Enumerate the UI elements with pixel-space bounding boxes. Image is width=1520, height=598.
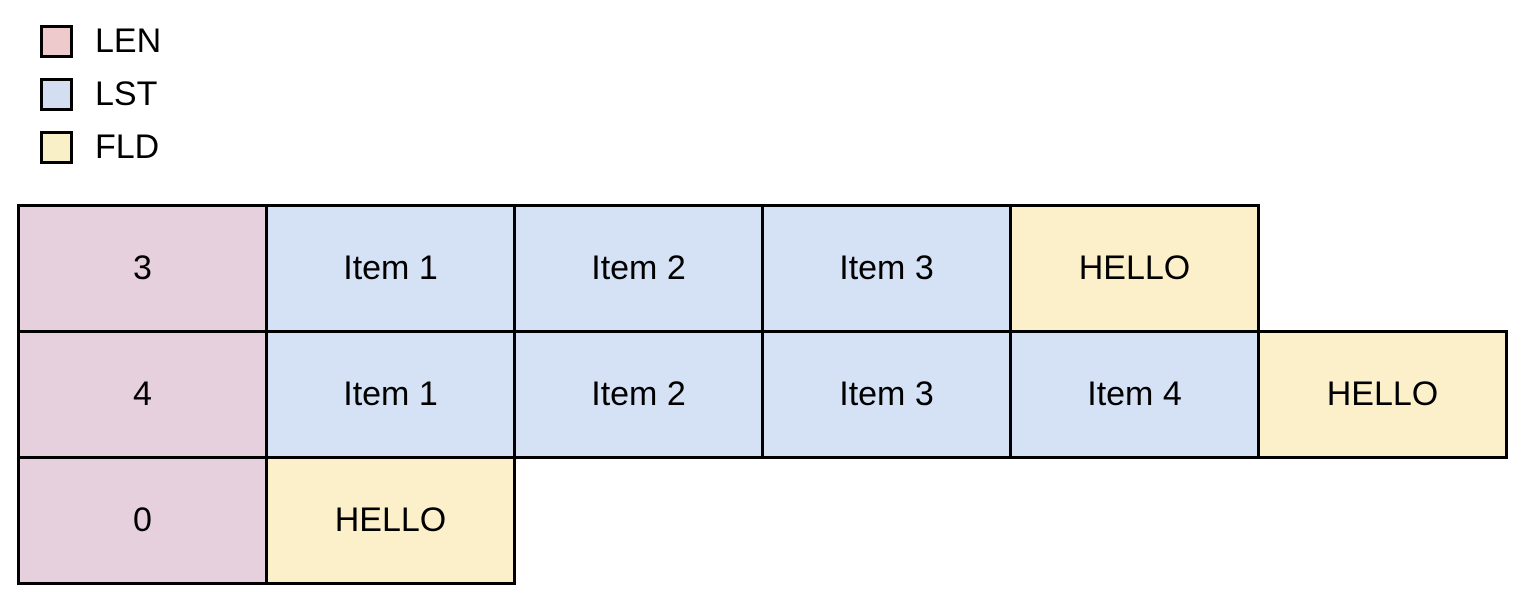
row1-fld-cell: HELLO [1257, 330, 1508, 459]
row0-item3-cell: Item 3 [761, 204, 1012, 333]
legend-item-len: LEN [40, 22, 162, 60]
legend-label-len: LEN [95, 22, 162, 60]
legend-item-fld: FLD [40, 128, 161, 166]
row1-item2-cell: Item 2 [513, 330, 764, 459]
row1-item1-cell: Item 1 [265, 330, 516, 459]
row0-len-cell: 3 [17, 204, 268, 333]
lst-color-swatch [40, 78, 73, 111]
row0-item1-cell: Item 1 [265, 204, 516, 333]
row1-len-cell: 4 [17, 330, 268, 459]
legend: LEN LST FLD [40, 22, 162, 184]
row1-item3-cell: Item 3 [761, 330, 1012, 459]
row2-len-cell: 0 [17, 456, 268, 585]
fld-color-swatch [40, 131, 73, 164]
row0-item2-cell: Item 2 [513, 204, 764, 333]
legend-item-lst: LST [40, 75, 161, 113]
len-color-swatch [40, 25, 73, 58]
row2-fld-cell: HELLO [265, 456, 516, 585]
row1-item4-cell: Item 4 [1009, 330, 1260, 459]
legend-label-lst: LST [95, 75, 158, 113]
legend-label-fld: FLD [95, 128, 160, 166]
row0-fld-cell: HELLO [1009, 204, 1260, 333]
